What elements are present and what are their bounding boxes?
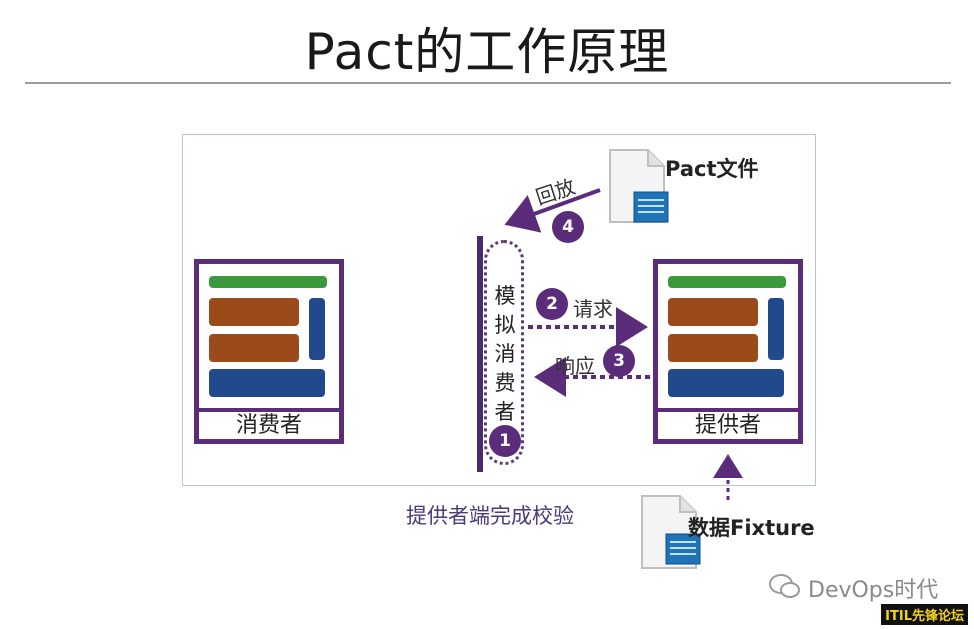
step-1-badge: 1 (489, 425, 521, 457)
title-divider (25, 82, 951, 84)
ui-bar-green (209, 276, 327, 288)
pact-file-label: Pact文件 (665, 157, 759, 181)
mock-consumer-pill (484, 240, 524, 465)
mock-consumer-label: 模拟消费者 (494, 284, 516, 424)
step-4-badge: 4 (552, 211, 584, 243)
verify-label: 提供者端完成校验 (406, 504, 574, 528)
consumer-label: 消费者 (235, 413, 302, 438)
fixture-label: 数据Fixture (688, 516, 815, 540)
request-label: 请求 (573, 297, 613, 321)
watermark-text: DevOps时代 (808, 578, 939, 603)
step-3-badge: 3 (603, 345, 635, 377)
ui-bar-blue (209, 369, 325, 397)
mock-consumer-line (477, 236, 483, 472)
provider-box: 提供者 (653, 259, 803, 444)
pact-file-icon (609, 149, 669, 223)
ui-bar-blue-vertical (309, 298, 325, 360)
provider-label: 提供者 (694, 413, 761, 438)
wechat-icon (769, 574, 800, 598)
step-2-badge: 2 (536, 288, 568, 320)
page-title: Pact的工作原理 (304, 23, 670, 81)
fixture-file-icon (641, 495, 701, 569)
ui-bar-brown (668, 298, 758, 326)
box-divider (199, 408, 339, 412)
watermark-badge: ITIL先锋论坛 (881, 604, 968, 625)
ui-bar-brown (209, 334, 299, 362)
ui-bar-blue-vertical (768, 298, 784, 360)
ui-bar-green (668, 276, 786, 288)
ui-bar-blue (668, 369, 784, 397)
consumer-box: 消费者 (194, 259, 344, 444)
ui-bar-brown (209, 298, 299, 326)
replay-arrow (504, 188, 601, 233)
ui-bar-brown (668, 334, 758, 362)
response-label: 响应 (555, 354, 595, 378)
box-divider (658, 408, 798, 412)
